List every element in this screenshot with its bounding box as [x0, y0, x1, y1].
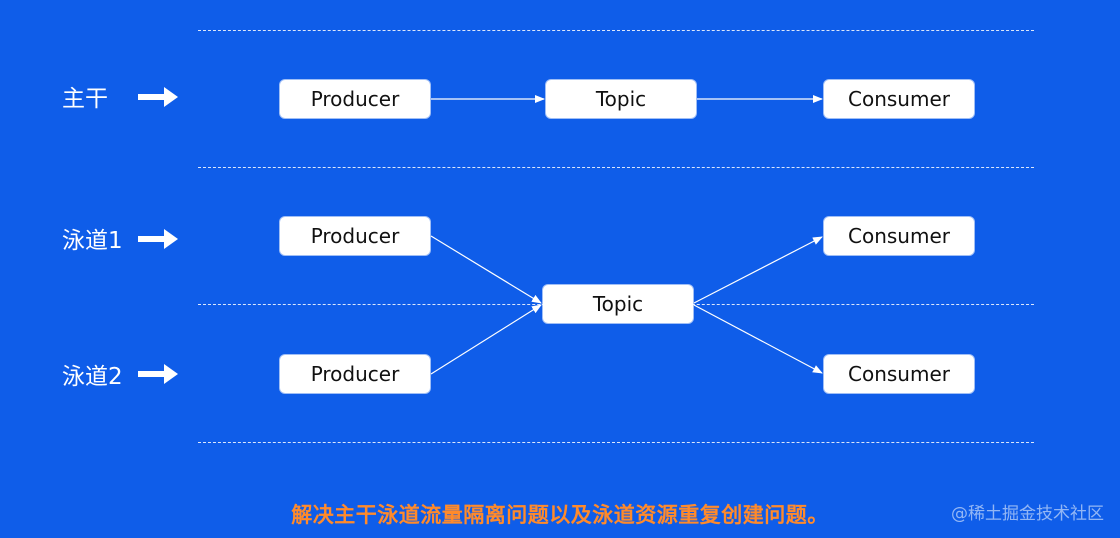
- edge-topic-lane2-consumer: [693, 304, 823, 374]
- node-lane2-consumer: Consumer: [824, 355, 974, 393]
- edge-lane2-producer-topic: [430, 304, 542, 375]
- node-trunk-producer: Producer: [280, 80, 430, 118]
- edge-topic-lane1-consumer: [693, 236, 823, 304]
- divider-line: [198, 167, 1034, 168]
- divider-line: [198, 442, 1034, 443]
- diagram-caption: 解决主干泳道流量隔离问题以及泳道资源重复创建问题。: [291, 503, 829, 527]
- node-lane1-producer: Producer: [280, 217, 430, 255]
- right-arrow-icon: [138, 364, 178, 384]
- right-arrow-icon: [138, 229, 178, 249]
- node-shared-topic: Topic: [543, 285, 693, 323]
- node-trunk-consumer: Consumer: [824, 80, 974, 118]
- node-lane2-producer: Producer: [280, 355, 430, 393]
- divider-line: [198, 30, 1034, 31]
- edge-lane1-producer-topic: [430, 235, 542, 304]
- lane-label-lane1: 泳道1: [62, 228, 123, 254]
- lane-label-trunk: 主干: [62, 86, 108, 112]
- node-lane1-consumer: Consumer: [824, 217, 974, 255]
- right-arrow-icon: [138, 87, 178, 107]
- lane-label-lane2: 泳道2: [62, 364, 123, 390]
- watermark: @稀土掘金技术社区: [951, 504, 1104, 524]
- node-trunk-topic: Topic: [546, 80, 696, 118]
